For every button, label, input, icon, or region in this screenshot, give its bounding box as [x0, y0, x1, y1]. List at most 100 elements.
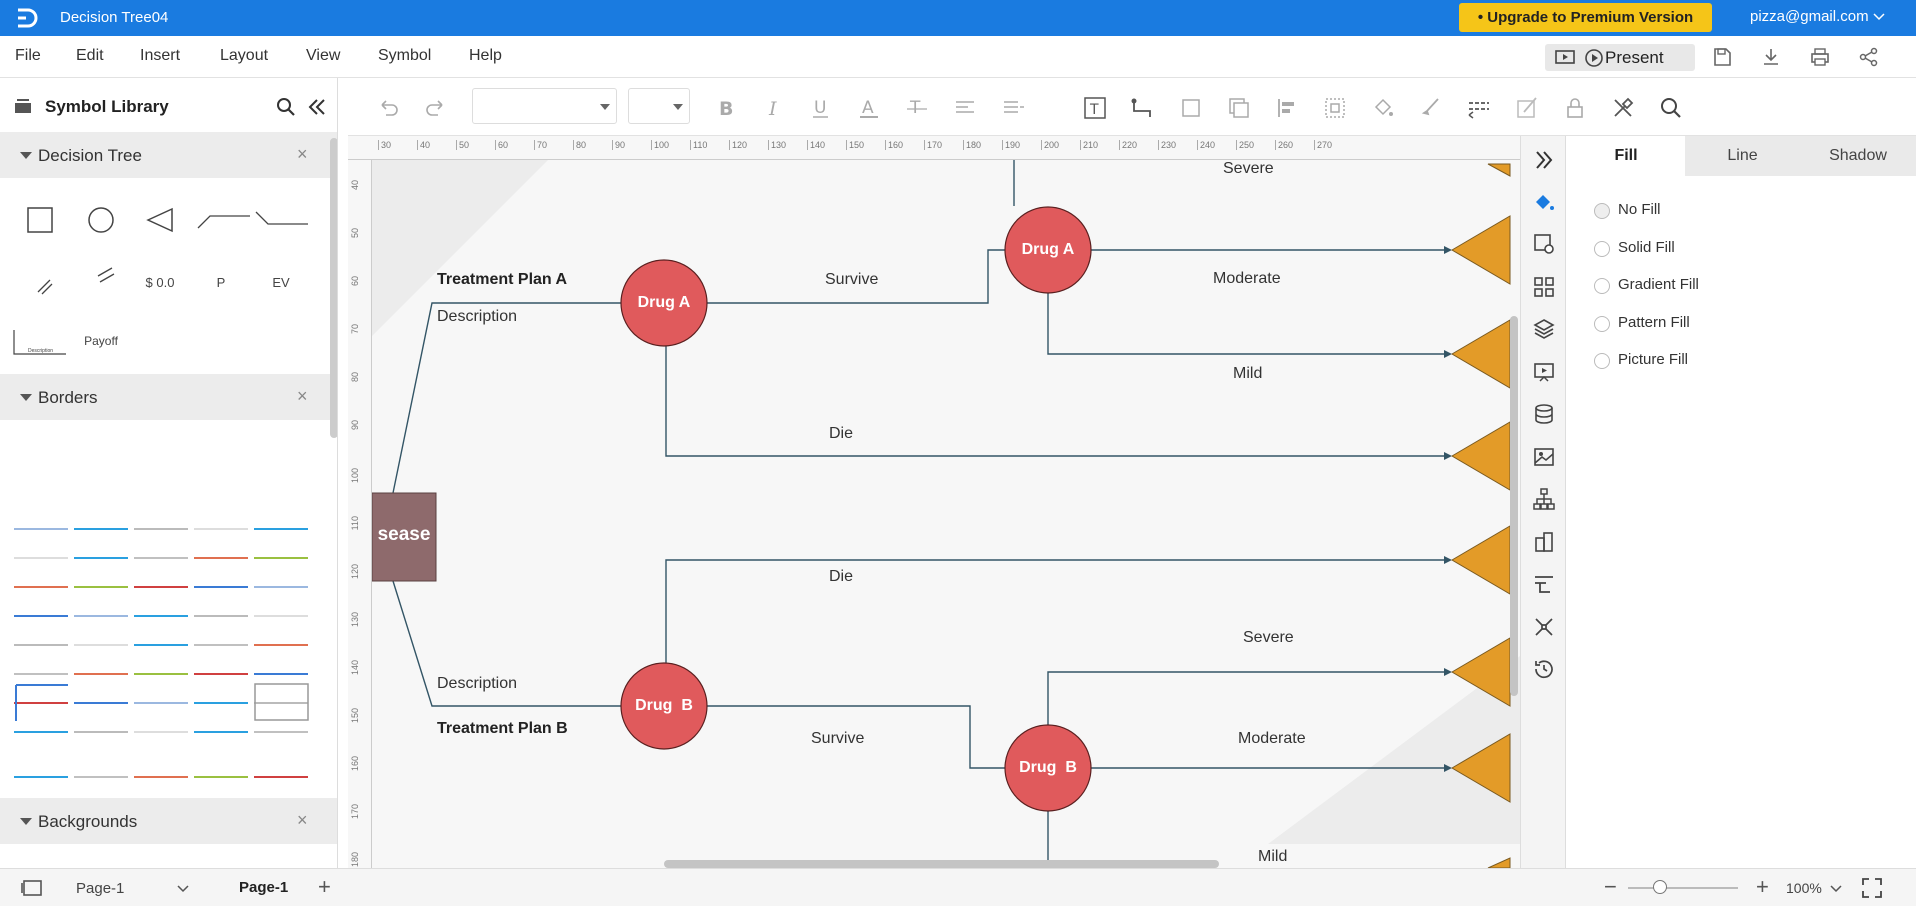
option-pattern-fill[interactable]: Pattern Fill [1618, 314, 1690, 331]
border-thumbnail[interactable] [134, 669, 188, 675]
text-style-icon[interactable]: T [904, 95, 930, 121]
close-icon[interactable]: × [297, 144, 308, 164]
zoom-slider-handle[interactable] [1653, 880, 1667, 894]
shape-settings-icon[interactable] [1532, 232, 1556, 256]
symbol-ev-label[interactable]: EV [272, 275, 290, 290]
menu-help[interactable]: Help [469, 47, 502, 64]
border-thumbnail[interactable] [194, 524, 248, 530]
radio-picture-fill[interactable] [1594, 353, 1610, 369]
border-thumbnail[interactable] [254, 582, 308, 588]
org-chart-icon[interactable] [1532, 487, 1556, 511]
underline-icon[interactable]: U [808, 95, 834, 121]
shape-outline-icon[interactable] [1178, 95, 1204, 121]
fullscreen-icon[interactable] [1860, 876, 1884, 900]
print-icon[interactable] [1808, 45, 1832, 69]
symbol-description[interactable] [12, 322, 68, 362]
page-select[interactable]: Page-1 [76, 880, 125, 897]
border-thumbnail[interactable] [254, 553, 308, 559]
collapse-right-panel-icon[interactable] [1532, 148, 1556, 172]
option-solid-fill[interactable]: Solid Fill [1618, 239, 1675, 256]
history-icon[interactable] [1532, 657, 1556, 681]
border-thumbnail[interactable] [14, 553, 68, 559]
canvas-horizontal-scrollbar[interactable] [664, 860, 1219, 868]
zoom-slider[interactable] [1628, 887, 1738, 889]
radio-gradient-fill[interactable] [1594, 278, 1610, 294]
border-thumbnail[interactable] [194, 611, 248, 617]
symbol-square[interactable] [18, 200, 64, 240]
border-thumbnail[interactable] [134, 772, 188, 778]
border-frame-gray[interactable] [254, 683, 310, 723]
border-thumbnail[interactable] [134, 611, 188, 617]
border-thumbnail[interactable] [74, 582, 128, 588]
symbol-dollar-label[interactable]: $ 0.0 [145, 275, 175, 290]
radio-solid-fill[interactable] [1594, 241, 1610, 257]
page-tab[interactable]: Page-1 [239, 879, 289, 896]
border-thumbnail[interactable] [134, 640, 188, 646]
user-email[interactable]: pizza@gmail.com [1750, 8, 1885, 25]
symbol-payoff-label[interactable]: Payoff [84, 334, 118, 348]
border-thumbnail[interactable] [134, 524, 188, 530]
connector-icon[interactable] [1130, 95, 1156, 121]
layers-icon[interactable] [1532, 317, 1556, 341]
border-thumbnail[interactable] [254, 611, 308, 617]
image-icon[interactable] [1532, 445, 1556, 469]
add-page-icon[interactable]: + [318, 874, 331, 899]
zoom-level[interactable]: 100% [1786, 880, 1822, 896]
group-icon[interactable] [1322, 95, 1348, 121]
border-thumbnail[interactable] [14, 727, 68, 733]
search-icon[interactable] [276, 97, 296, 117]
border-thumbnail[interactable] [14, 772, 68, 778]
border-thumbnail[interactable] [74, 669, 128, 675]
align-icon[interactable] [952, 95, 978, 121]
option-gradient-fill[interactable]: Gradient Fill [1618, 276, 1699, 293]
option-no-fill[interactable]: No Fill [1618, 201, 1661, 218]
border-thumbnail[interactable] [14, 611, 68, 617]
download-icon[interactable] [1759, 45, 1783, 69]
zoom-in-icon[interactable]: + [1756, 874, 1769, 899]
border-thumbnail[interactable] [14, 582, 68, 588]
menu-insert[interactable]: Insert [140, 47, 181, 64]
section-decision-tree[interactable]: Decision Tree × [0, 132, 337, 178]
mind-map-icon[interactable] [1532, 615, 1556, 639]
diagram-canvas[interactable]: sease Drug A Drug A Drug B Drug B Treatm… [348, 136, 1520, 868]
decision-node-root[interactable] [371, 492, 437, 582]
border-thumbnail[interactable] [14, 524, 68, 530]
zoom-out-icon[interactable]: − [1604, 874, 1617, 899]
border-thumbnail[interactable] [74, 640, 128, 646]
border-thumbnail[interactable] [14, 698, 68, 704]
fill-bucket-icon[interactable] [1370, 95, 1396, 121]
save-icon[interactable] [1710, 45, 1734, 69]
lock-icon[interactable] [1562, 95, 1588, 121]
border-thumbnail[interactable] [74, 727, 128, 733]
canvas-vertical-scrollbar[interactable] [1510, 316, 1518, 696]
border-thumbnail[interactable] [194, 698, 248, 704]
border-thumbnail[interactable] [134, 698, 188, 704]
timeline-icon[interactable] [1532, 572, 1556, 596]
border-frame-blue[interactable] [14, 683, 70, 723]
search-icon[interactable] [1658, 95, 1684, 121]
radio-pattern-fill[interactable] [1594, 316, 1610, 332]
menu-edit[interactable]: Edit [76, 47, 104, 64]
border-thumbnail[interactable] [134, 582, 188, 588]
italic-icon[interactable]: I [760, 95, 786, 121]
border-thumbnail[interactable] [74, 524, 128, 530]
fill-icon[interactable] [1532, 190, 1556, 214]
border-thumbnail[interactable] [254, 524, 308, 530]
tools-icon[interactable] [1610, 95, 1636, 121]
border-thumbnail[interactable] [134, 727, 188, 733]
spacing-icon[interactable] [1000, 95, 1026, 121]
font-family-select[interactable] [472, 88, 617, 124]
border-thumbnail[interactable] [74, 772, 128, 778]
align-left-icon[interactable] [1274, 95, 1300, 121]
chevron-down-icon[interactable] [1830, 885, 1842, 893]
border-thumbnail[interactable] [194, 640, 248, 646]
menu-layout[interactable]: Layout [220, 47, 269, 64]
font-color-icon[interactable]: A [856, 95, 882, 121]
border-thumbnail[interactable] [74, 553, 128, 559]
app-logo-icon[interactable] [14, 5, 40, 31]
border-thumbnail[interactable] [254, 727, 308, 733]
border-thumbnail[interactable] [194, 582, 248, 588]
border-thumbnail[interactable] [134, 553, 188, 559]
collapse-sidebar-icon[interactable] [307, 98, 327, 116]
font-size-select[interactable] [628, 88, 690, 124]
